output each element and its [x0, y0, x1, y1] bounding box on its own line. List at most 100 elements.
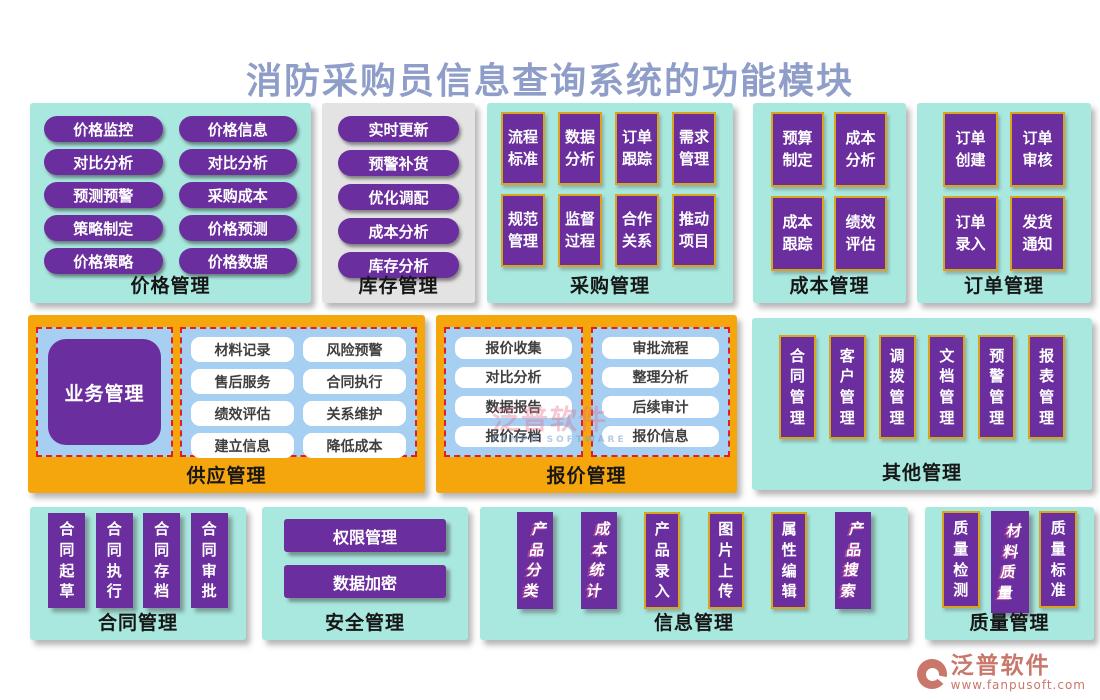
- price-module-button[interactable]: 预测预警: [44, 182, 163, 208]
- button-label: 产品搜索: [839, 520, 866, 601]
- security-button-list: 权限管理 数据加密: [262, 507, 468, 598]
- order-module-button[interactable]: 订单审核: [1010, 112, 1065, 187]
- page-title: 消防采购员信息查询系统的功能模块: [245, 61, 854, 102]
- cost-button-grid: 预算制定 成本分析 成本跟踪 绩效评估: [753, 103, 906, 271]
- info-module-button[interactable]: 成本统计: [580, 512, 617, 609]
- other-module-button[interactable]: 报表管理: [1028, 335, 1066, 439]
- supply-module-button[interactable]: 绩效评估: [191, 401, 294, 426]
- procurement-module-button[interactable]: 订单跟踪: [615, 112, 659, 185]
- inventory-module-button[interactable]: 优化调配: [338, 184, 459, 210]
- supply-module-button[interactable]: 关系维护: [303, 401, 406, 426]
- panel-quality-management: 质量检测 材料质量 质量标准 质量管理: [925, 507, 1094, 640]
- inventory-module-button[interactable]: 实时更新: [338, 116, 459, 142]
- quality-module-button[interactable]: 质量标准: [1039, 511, 1078, 608]
- quality-module-button[interactable]: 材料质量: [990, 511, 1029, 613]
- price-module-button[interactable]: 价格监控: [44, 116, 163, 142]
- price-module-button[interactable]: 策略制定: [44, 215, 163, 241]
- panel-price-label: 价格管理: [130, 275, 211, 297]
- supply-module-button[interactable]: 合同执行: [303, 369, 406, 394]
- info-module-button[interactable]: 产品搜索: [834, 512, 871, 609]
- price-module-button[interactable]: 采购成本: [178, 182, 297, 208]
- quote-module-button[interactable]: 数据报告: [455, 396, 572, 418]
- quote-module-button[interactable]: 对比分析: [455, 366, 572, 388]
- price-module-button[interactable]: 对比分析: [44, 149, 163, 175]
- quote-module-button[interactable]: 审批流程: [602, 337, 719, 359]
- other-module-button[interactable]: 预警管理: [978, 335, 1016, 439]
- inventory-module-button[interactable]: 预警补货: [338, 150, 459, 176]
- cost-module-button[interactable]: 成本分析: [834, 112, 887, 187]
- other-module-button[interactable]: 文档管理: [928, 335, 966, 439]
- procurement-module-button[interactable]: 监督过程: [558, 194, 602, 267]
- supply-module-button[interactable]: 材料记录: [191, 337, 294, 362]
- order-module-button[interactable]: 订单录入: [943, 196, 998, 271]
- button-label: 合同审批: [201, 520, 217, 601]
- quality-button-row: 质量检测 材料质量 质量标准: [925, 507, 1094, 613]
- button-label: 质量检测: [953, 519, 969, 600]
- panel-other-label: 其他管理: [881, 462, 962, 484]
- procurement-module-button[interactable]: 规范管理: [501, 194, 545, 267]
- procurement-module-button[interactable]: 流程标准: [501, 112, 545, 185]
- supply-module-button[interactable]: 建立信息: [191, 433, 294, 458]
- inventory-module-button[interactable]: 成本分析: [338, 218, 459, 244]
- quality-module-button[interactable]: 质量检测: [941, 511, 980, 608]
- price-module-button[interactable]: 价格策略: [44, 248, 163, 274]
- contract-button-row: 合同起草 合同执行 合同存档 合同审批: [30, 507, 246, 608]
- price-button-grid: 价格监控 价格信息 对比分析 对比分析 预测预警 采购成本 策略制定 价格预测 …: [30, 103, 311, 274]
- button-label: 客户管理: [839, 346, 855, 427]
- other-module-button[interactable]: 合同管理: [778, 335, 816, 439]
- other-module-button[interactable]: 调拨管理: [878, 335, 916, 439]
- quote-module-button[interactable]: 报价收集: [455, 337, 572, 359]
- supply-module-button[interactable]: 降低成本: [303, 433, 406, 458]
- quote-left-group: 报价收集 对比分析 数据报告 报价存档: [444, 327, 583, 457]
- price-module-button[interactable]: 价格预测: [178, 215, 297, 241]
- button-label: 订单跟踪: [622, 127, 653, 168]
- info-module-button[interactable]: 图片上传: [707, 512, 744, 609]
- procurement-module-button[interactable]: 合作关系: [615, 194, 659, 267]
- quote-module-button[interactable]: 报价信息: [602, 425, 719, 447]
- info-module-button[interactable]: 产品录入: [644, 512, 681, 609]
- quote-module-button[interactable]: 后续审计: [602, 396, 719, 418]
- button-label: 文档管理: [939, 346, 955, 427]
- panel-other-management: 合同管理 客户管理 调拨管理 文档管理 预警管理 报表管理 其他管理: [752, 318, 1092, 490]
- panel-order-label: 订单管理: [963, 275, 1044, 297]
- button-label: 成本分析: [845, 128, 876, 169]
- procurement-module-button[interactable]: 数据分析: [558, 112, 602, 185]
- contract-module-button[interactable]: 合同执行: [95, 513, 133, 608]
- panel-quality-label: 质量管理: [969, 612, 1050, 634]
- order-module-button[interactable]: 发货通知: [1010, 196, 1065, 271]
- panel-supply-management: 业务管理 材料记录 风险预警 售后服务 合同执行 绩效评估 关系维护 建立信息 …: [28, 315, 425, 493]
- price-module-button[interactable]: 价格数据: [178, 248, 297, 274]
- button-label: 绩效评估: [845, 212, 876, 253]
- panel-inventory-label: 库存管理: [358, 275, 439, 297]
- quote-module-button[interactable]: 报价存档: [455, 425, 572, 447]
- info-module-button[interactable]: 产品分类: [517, 512, 554, 609]
- procurement-module-button[interactable]: 推动项目: [672, 194, 716, 267]
- business-management-tile[interactable]: 业务管理: [48, 339, 161, 445]
- panel-info-management: 产品分类 成本统计 产品录入 图片上传 属性编辑 产品搜索 信息管理: [480, 507, 908, 640]
- other-module-button[interactable]: 客户管理: [828, 335, 866, 439]
- cost-module-button[interactable]: 预算制定: [771, 112, 824, 187]
- supply-module-button[interactable]: 售后服务: [191, 369, 294, 394]
- info-module-button[interactable]: 属性编辑: [771, 512, 808, 609]
- panel-cost-label: 成本管理: [789, 275, 870, 297]
- button-label: 产品录入: [654, 520, 670, 601]
- price-module-button[interactable]: 价格信息: [178, 116, 297, 142]
- contract-module-button[interactable]: 合同存档: [143, 513, 181, 608]
- cost-module-button[interactable]: 绩效评估: [834, 196, 887, 271]
- procurement-module-button[interactable]: 需求管理: [672, 112, 716, 185]
- quote-module-button[interactable]: 整理分析: [602, 366, 719, 388]
- cost-module-button[interactable]: 成本跟踪: [771, 196, 824, 271]
- contract-module-button[interactable]: 合同起草: [48, 513, 86, 608]
- order-module-button[interactable]: 订单创建: [943, 112, 998, 187]
- supply-module-button[interactable]: 风险预警: [303, 337, 406, 362]
- button-label: 发货通知: [1022, 212, 1053, 253]
- security-module-button[interactable]: 权限管理: [284, 519, 446, 552]
- button-label: 订单录入: [955, 212, 986, 253]
- button-label: 预警管理: [989, 346, 1005, 427]
- security-module-button[interactable]: 数据加密: [284, 565, 446, 598]
- contract-module-button[interactable]: 合同审批: [190, 513, 228, 608]
- price-module-button[interactable]: 对比分析: [178, 149, 297, 175]
- inventory-module-button[interactable]: 库存分析: [338, 252, 459, 278]
- button-label: 产品分类: [522, 520, 549, 601]
